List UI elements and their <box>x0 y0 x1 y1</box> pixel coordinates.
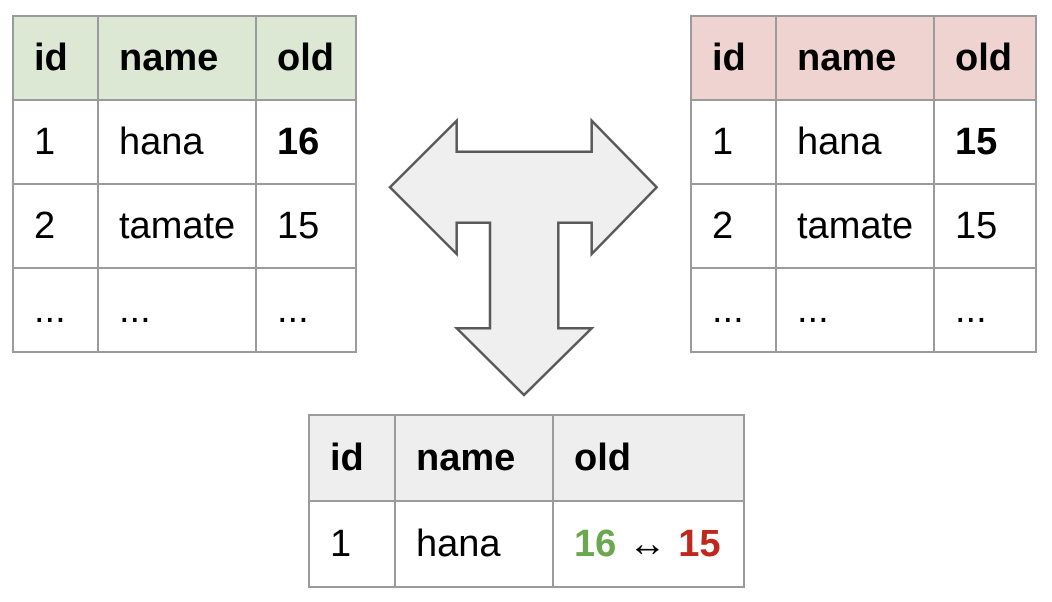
cell-old: 15 <box>933 183 1037 269</box>
table-row-ellipsis: ... ... ... <box>12 267 357 353</box>
cell-name: hana <box>97 99 257 185</box>
col-header-id: id <box>12 15 99 101</box>
header-row: id name old <box>690 15 1037 101</box>
cell-id: 2 <box>690 183 777 269</box>
col-header-old: old <box>255 15 357 101</box>
col-header-old: old <box>933 15 1037 101</box>
cell-id: 1 <box>12 99 99 185</box>
left-right-arrow-glyph: ↔ <box>628 523 667 565</box>
cell-old: ... <box>933 267 1037 353</box>
table-diff-result: id name old 1 hana 16 ↔ 15 <box>308 414 745 588</box>
cell-name: ... <box>775 267 935 353</box>
table-row-ellipsis: ... ... ... <box>690 267 1037 353</box>
cell-name: tamate <box>775 183 935 269</box>
col-header-old: old <box>552 414 745 502</box>
table-row: 1 hana 16 ↔ 15 <box>308 500 745 588</box>
cell-id: ... <box>690 267 777 353</box>
header-row: id name old <box>12 15 357 101</box>
cell-id: 1 <box>690 99 777 185</box>
cell-name: tamate <box>97 183 257 269</box>
table-row: 2 tamate 15 <box>12 183 357 269</box>
cell-old-highlighted: 16 <box>255 99 357 185</box>
table-left-version: id name old 1 hana 16 2 tamate 15 ... ..… <box>12 15 357 353</box>
cell-name: ... <box>97 267 257 353</box>
cell-name: hana <box>394 500 554 588</box>
cell-old: ... <box>255 267 357 353</box>
col-header-name: name <box>775 15 935 101</box>
cell-name: hana <box>775 99 935 185</box>
cell-old-highlighted: 15 <box>933 99 1037 185</box>
table-right-version: id name old 1 hana 15 2 tamate 15 ... ..… <box>690 15 1037 353</box>
old-value-to: 15 <box>678 523 721 565</box>
col-header-name: name <box>394 414 554 502</box>
col-header-id: id <box>690 15 777 101</box>
cell-old-diff: 16 ↔ 15 <box>552 500 745 588</box>
header-row: id name old <box>308 414 745 502</box>
col-header-id: id <box>308 414 396 502</box>
cell-old: 15 <box>255 183 357 269</box>
cell-id: ... <box>12 267 99 353</box>
old-value-from: 16 <box>574 523 617 565</box>
col-header-name: name <box>97 15 257 101</box>
cell-id: 2 <box>12 183 99 269</box>
table-row: 2 tamate 15 <box>690 183 1037 269</box>
table-row: 1 hana 16 <box>12 99 357 185</box>
cell-id: 1 <box>308 500 396 588</box>
table-row: 1 hana 15 <box>690 99 1037 185</box>
three-way-arrow-icon <box>388 118 659 397</box>
